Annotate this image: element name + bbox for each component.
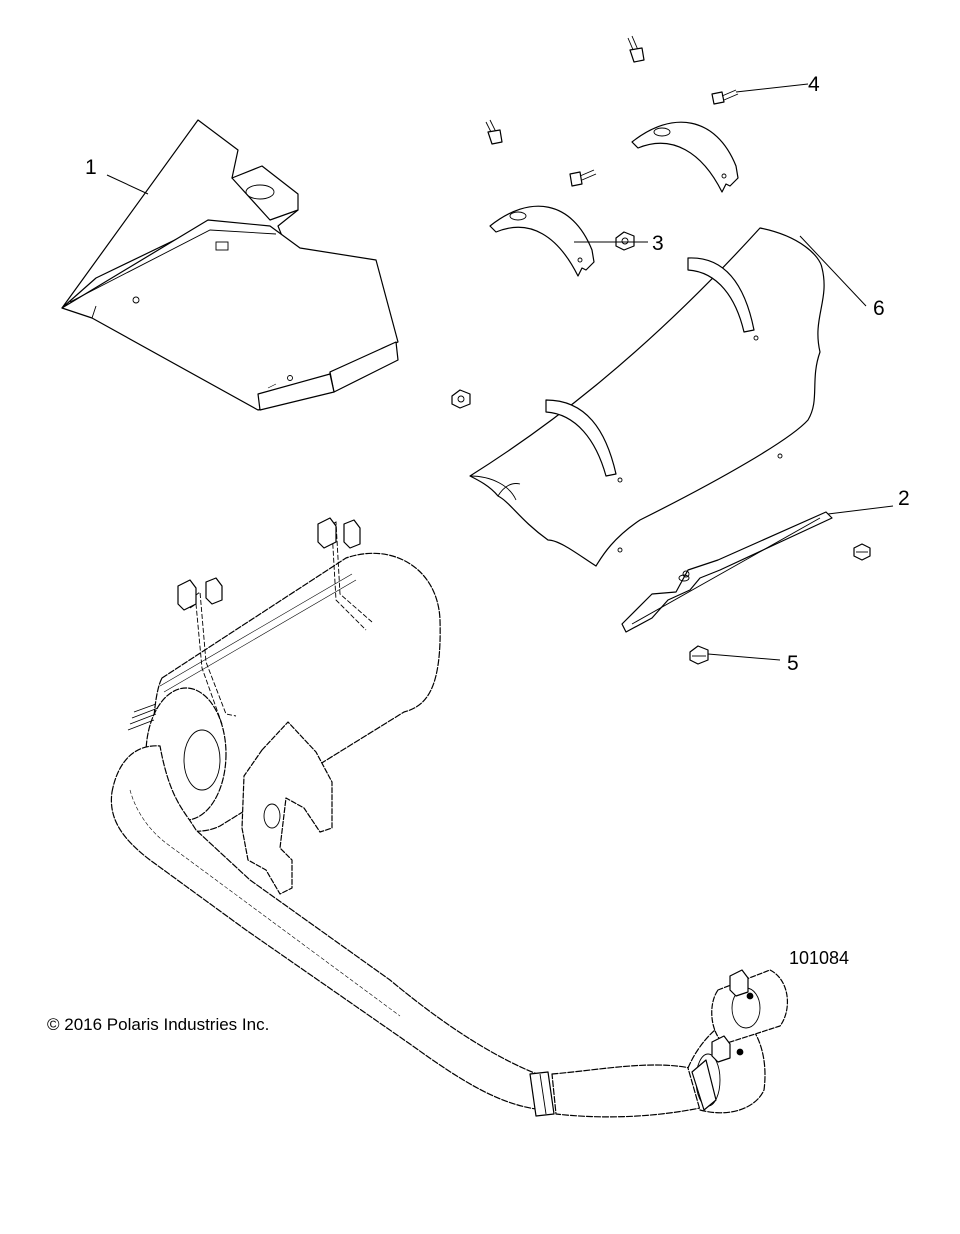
flange-bolt-right (853, 543, 871, 561)
floor-heat-shield (61, 119, 399, 411)
shield-nut-left (451, 389, 471, 409)
copyright-notice: © 2016 Polaris Industries Inc. (47, 1015, 270, 1034)
leader-line-2 (827, 505, 894, 515)
figure-number: 101084 (789, 948, 850, 968)
shoulder-screw-right (711, 89, 739, 105)
small-heat-shield-lower (489, 205, 595, 277)
callout-6: 6 (873, 297, 885, 320)
flange-bolt (689, 645, 709, 665)
callout-5: 5 (787, 652, 799, 675)
leader-line-6 (799, 235, 867, 307)
leader-lines (106, 83, 894, 661)
leader-line-5 (707, 653, 781, 661)
callout-labels: 1 2 3 4 5 6 (85, 73, 910, 675)
callout-1: 1 (85, 156, 97, 179)
leader-line-1 (106, 174, 149, 195)
callout-3: 3 (652, 232, 664, 255)
leader-line-4 (735, 83, 809, 93)
muffler-heat-shield (469, 227, 825, 567)
callout-4: 4 (808, 73, 820, 96)
shield-nut-upper (615, 231, 635, 251)
shoulder-screw-top (627, 35, 645, 63)
callout-2: 2 (898, 487, 910, 510)
muffler-assembly (110, 517, 788, 1118)
muffler-shield-bracket (621, 511, 833, 633)
shoulder-screw-left (485, 119, 503, 145)
shoulder-screw-middle (569, 169, 597, 187)
small-heat-shield-upper (631, 121, 739, 193)
